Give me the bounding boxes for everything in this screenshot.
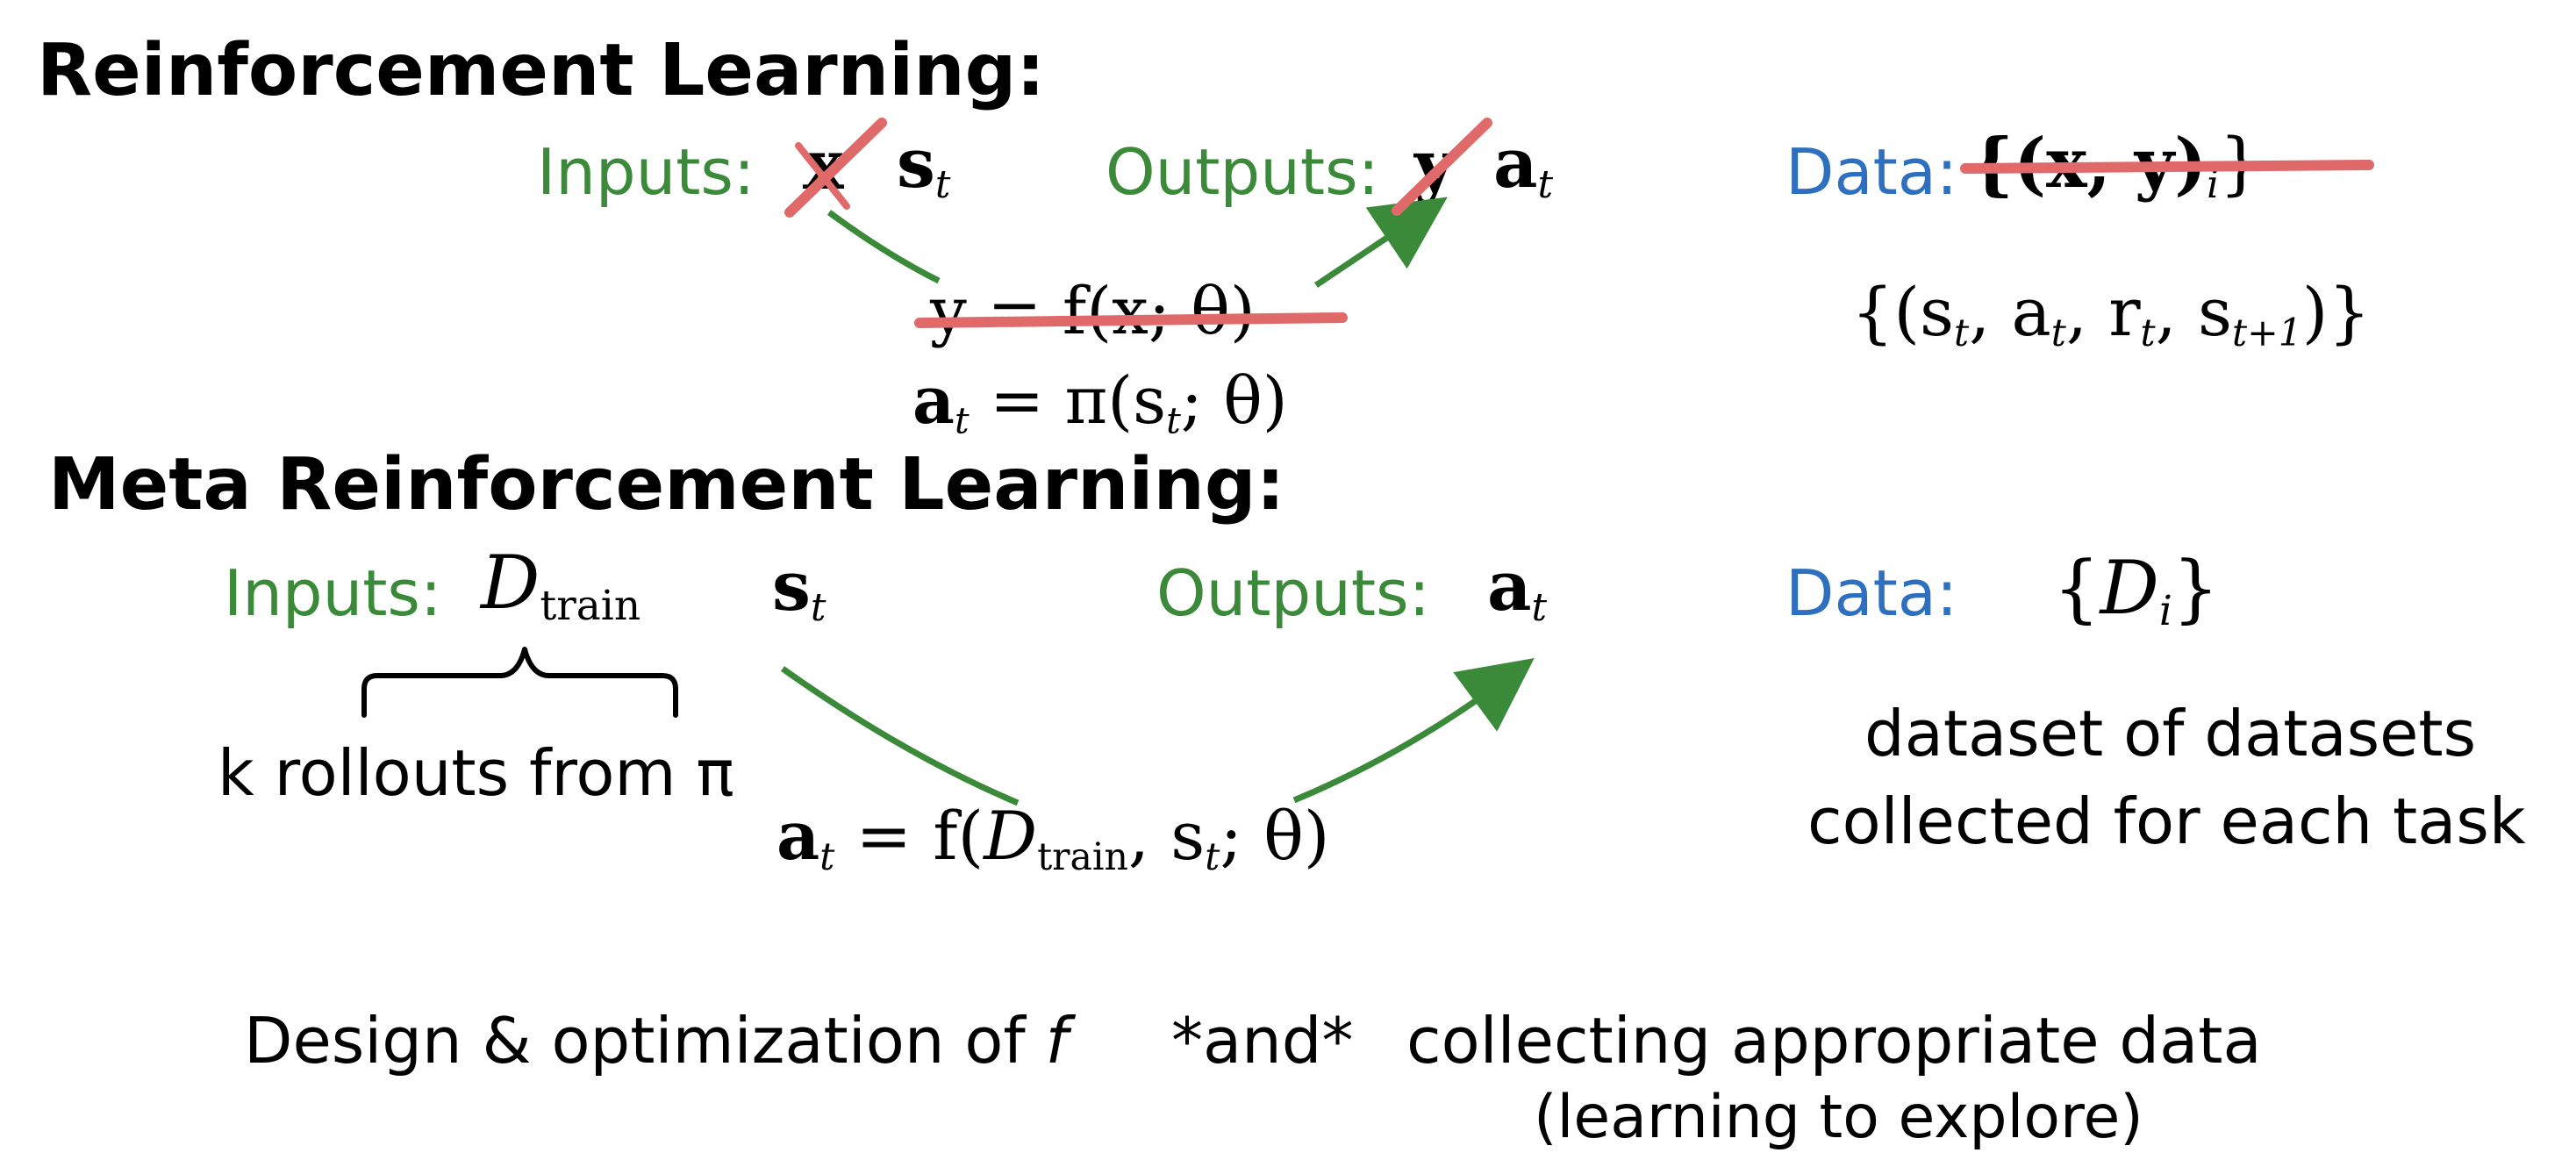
- rl-formula-rest: = π(s: [969, 363, 1167, 439]
- rl-data-new-r: , r: [2065, 273, 2141, 351]
- rl-heading: Reinforcement Learning:: [37, 29, 1046, 112]
- rl-data-new-t2: t: [2050, 311, 2066, 355]
- rl-data-new-s: , s: [2155, 273, 2232, 351]
- rl-arrow-output: [1314, 197, 1448, 288]
- rl-strike-data: [1960, 160, 2374, 174]
- rl-arrow-input: [826, 210, 941, 284]
- meta-input-st: st: [772, 553, 826, 627]
- brace-caption: k rollouts from π: [218, 736, 734, 810]
- meta-heading: Meta Reinforcement Learning:: [48, 443, 1285, 526]
- footer-left: Design & optimization of f: [244, 1009, 1068, 1072]
- meta-at-main: a: [1487, 547, 1532, 627]
- meta-data-set-open: {: [2053, 545, 2100, 631]
- rl-data-label: Data:: [1785, 135, 1958, 209]
- rl-output-at: at: [1493, 130, 1553, 204]
- rl-output-at-sub: t: [1537, 162, 1554, 208]
- meta-formula-s: , s: [1127, 797, 1206, 875]
- curly-brace: [361, 647, 678, 718]
- meta-formula: at = f(Dtrain, st; θ): [776, 803, 1330, 879]
- rl-data-new-open: {(s: [1851, 273, 1955, 351]
- meta-output-at: at: [1487, 553, 1547, 627]
- meta-arrow-output: [1292, 658, 1535, 804]
- rl-input-st: st: [897, 130, 950, 204]
- rl-data-new-t4: t+1: [2231, 311, 2302, 355]
- meta-dtrain-main: D: [481, 540, 540, 626]
- footer-middle: *and*: [1171, 1004, 1354, 1078]
- rl-input-st-sub: t: [934, 162, 951, 208]
- meta-data-desc-line1: dataset of datasets: [1864, 697, 2477, 770]
- meta-data-set: {Di}: [2053, 551, 2219, 632]
- meta-data-label: Data:: [1785, 556, 1958, 630]
- rl-formula-s-sub: t: [1166, 399, 1181, 442]
- rl-data-new-a: , a: [1969, 273, 2051, 351]
- rl-output-at-main: a: [1493, 124, 1538, 204]
- meta-inputs-label: Inputs:: [224, 556, 442, 630]
- rl-inputs-label: Inputs:: [537, 135, 755, 209]
- rl-formula-new: at = π(st; θ): [912, 369, 1288, 440]
- rl-strike-x: [784, 118, 887, 218]
- footer-left-text: Design & optimization of: [244, 1004, 1046, 1078]
- rl-data-old-sub: i: [2207, 162, 2220, 208]
- rl-data-new-t1: t: [1954, 311, 1970, 355]
- rl-formula-a: a: [912, 363, 955, 439]
- rl-formula-end: ; θ): [1180, 363, 1288, 439]
- meta-formula-end: ; θ): [1220, 797, 1330, 875]
- meta-st-main: s: [772, 547, 811, 627]
- rl-formula-a-sub: t: [954, 399, 970, 442]
- meta-at-sub: t: [1531, 585, 1548, 631]
- footer-right-sub: (learning to explore): [1534, 1083, 2143, 1152]
- footer-left-f: f: [1045, 1004, 1068, 1078]
- rl-strike-formula: [914, 312, 1348, 328]
- meta-formula-a: a: [776, 797, 820, 875]
- rl-formula-struck: y = f(x; θ): [930, 274, 1256, 349]
- meta-st-sub: t: [810, 585, 826, 631]
- meta-formula-D: D: [984, 797, 1038, 875]
- meta-formula-mid: = f(: [834, 797, 984, 875]
- rl-input-st-main: s: [897, 124, 935, 204]
- rl-data-new-t3: t: [2140, 311, 2156, 355]
- meta-formula-s-sub: t: [1205, 834, 1220, 879]
- rl-outputs-label: Outputs:: [1106, 135, 1379, 209]
- meta-dtrain-sub: train: [540, 582, 641, 631]
- rl-data-new: {(st, at, rt, st+1)}: [1851, 279, 2371, 355]
- meta-formula-D-sub: train: [1037, 834, 1128, 879]
- rl-strike-y: [1392, 118, 1492, 216]
- meta-outputs-label: Outputs:: [1156, 556, 1430, 630]
- meta-formula-a-sub: t: [819, 834, 835, 879]
- meta-data-set-close: }: [2172, 545, 2220, 631]
- rl-data-new-end: )}: [2301, 273, 2371, 351]
- meta-input-dtrain: Dtrain: [481, 546, 640, 627]
- meta-data-desc-line2: collected for each task: [1807, 784, 2526, 858]
- meta-data-set-D: D: [2100, 545, 2159, 631]
- footer-right: collecting appropriate data: [1406, 1004, 2262, 1078]
- meta-arrow-input: [780, 666, 1020, 806]
- meta-data-set-sub: i: [2158, 587, 2172, 636]
